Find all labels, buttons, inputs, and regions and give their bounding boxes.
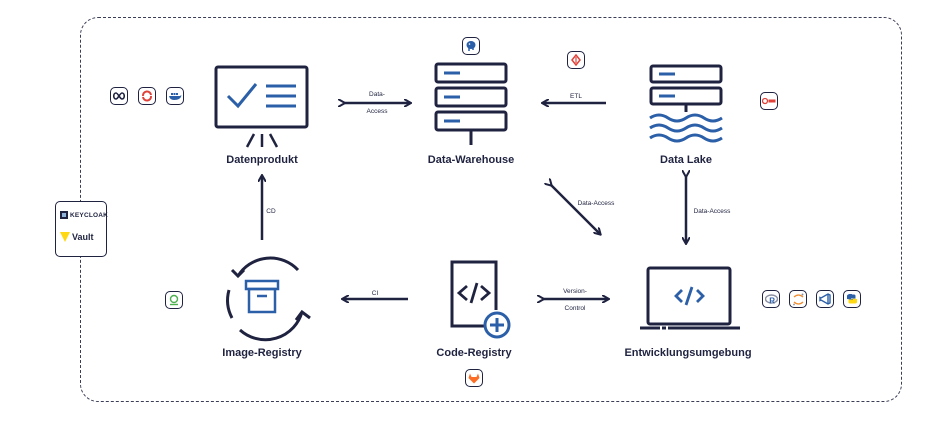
security-panel: KEYCLOAK Vault <box>55 201 108 257</box>
vault-label: Vault <box>72 232 94 242</box>
r-badge: R <box>762 290 780 308</box>
cycle-box-icon <box>226 256 311 342</box>
edge-label-ci: CI <box>371 290 379 297</box>
nexus-icon <box>169 294 179 306</box>
postgres-icon <box>466 41 476 51</box>
docker-icon <box>169 93 182 100</box>
data-lake-icon <box>649 64 723 143</box>
edge-label-etl: ETL <box>570 93 582 100</box>
node-label-code-registry: Code-Registry <box>436 347 512 359</box>
dremio-icon <box>762 97 776 105</box>
edge-label-version-control-2: Control <box>564 305 586 312</box>
code-file-plus-icon <box>450 260 511 339</box>
edge-data-access-diagonal <box>551 185 600 234</box>
python-icon <box>847 294 857 304</box>
keycloak-logo: KEYCLOAK <box>60 211 108 219</box>
node-label-image-registry: Image-Registry <box>222 347 302 359</box>
infinity-badge <box>110 87 128 105</box>
server-stack-icon <box>434 62 508 145</box>
presentation-check-icon <box>214 65 309 148</box>
node-label-datenprodukt: Datenprodukt <box>226 154 298 166</box>
openshift-icon <box>142 90 152 102</box>
svg-text:R: R <box>769 296 775 305</box>
node-label-entwicklungsumgebung: Entwicklungsumgebung <box>624 347 752 359</box>
edge-label-data-access-diag: Data-Access <box>577 200 615 207</box>
airflow-icon <box>571 54 581 66</box>
r-icon: R <box>764 293 778 305</box>
jupyter-badge <box>789 290 807 308</box>
python-badge <box>843 290 861 308</box>
nexus-badge <box>165 291 183 309</box>
dremio-badge <box>760 92 778 110</box>
docker-badge <box>166 87 184 105</box>
edge-label-version-control-1: Version- <box>563 288 587 295</box>
vscode-badge <box>816 290 834 308</box>
infinity-icon <box>113 92 125 100</box>
vault-icon <box>60 232 70 242</box>
edge-label-data-access-top-1: Data- <box>369 91 385 98</box>
edge-label-data-access-top-2: Access <box>366 108 388 115</box>
gitlab-icon <box>468 373 480 383</box>
edge-label-cd: CD <box>266 208 276 215</box>
keycloak-label: KEYCLOAK <box>70 211 109 219</box>
airflow-badge <box>567 51 585 69</box>
laptop-code-icon <box>640 266 740 330</box>
vault-logo: Vault <box>60 232 94 242</box>
jupyter-icon <box>792 293 803 305</box>
gitlab-badge <box>465 369 483 387</box>
postgres-badge <box>462 37 480 55</box>
vscode-icon <box>819 293 831 305</box>
edge-label-data-access-right: Data-Access <box>693 208 731 215</box>
node-label-data-lake: Data Lake <box>660 154 712 166</box>
node-label-data-warehouse: Data-Warehouse <box>427 154 515 166</box>
keycloak-icon <box>60 211 68 219</box>
openshift-badge <box>138 87 156 105</box>
